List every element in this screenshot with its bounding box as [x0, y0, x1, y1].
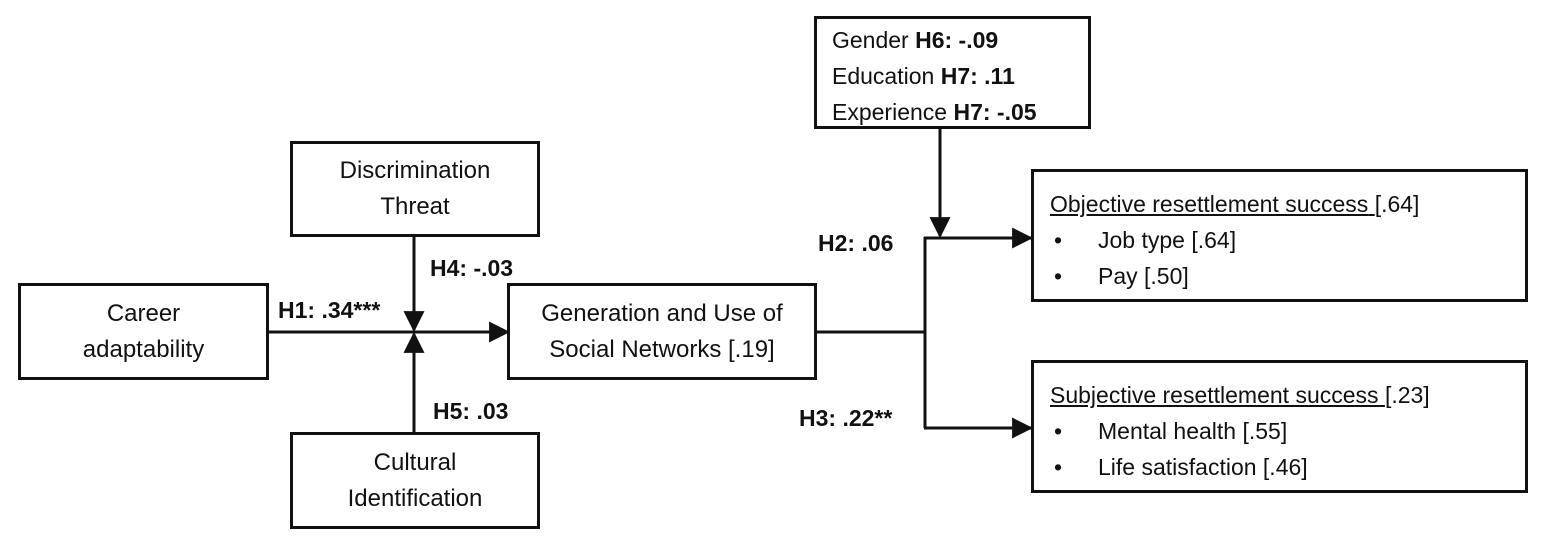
node-discrimination-line2: Threat: [380, 193, 450, 220]
control-name: Experience: [832, 99, 948, 125]
bullet-icon: •: [1054, 263, 1063, 289]
node-control-variables: Gender H6: -.09 Education H7: .11 Experi…: [814, 16, 1091, 129]
node-networks-line1: Generation and Use of: [541, 299, 783, 327]
control-name: Gender: [832, 27, 909, 53]
node-career-line2: adaptability: [82, 335, 205, 363]
bullet-icon: •: [1054, 418, 1063, 444]
node-cultural-identification: Cultural Identification: [290, 432, 540, 529]
path-label-h2: H2: .06: [818, 230, 894, 256]
path-label-h1: H1: .34***: [278, 297, 381, 323]
objective-value: [.64]: [1374, 191, 1420, 217]
subjective-value: [.23]: [1384, 382, 1430, 408]
list-item: • Mental health [.55]: [1050, 413, 1525, 449]
bullet-icon: •: [1054, 227, 1063, 253]
list-item: • Pay [.50]: [1050, 258, 1525, 294]
node-discrimination-line1: Discrimination: [339, 157, 491, 184]
node-career-line1: Career: [106, 299, 181, 327]
objective-item-pay: Pay [.50]: [1098, 263, 1189, 289]
node-networks-line2: Social Networks [.19]: [549, 335, 775, 363]
subjective-item-life-satisfaction: Life satisfaction [.46]: [1098, 454, 1308, 480]
objective-item-job-type: Job type [.64]: [1098, 227, 1237, 253]
objective-header: Objective resettlement success [.64]: [1050, 186, 1525, 222]
node-discrimination-threat: Discrimination Threat: [290, 141, 540, 237]
control-hypothesis: H6: -.09: [915, 27, 999, 53]
control-row-gender: Gender H6: -.09: [832, 22, 1088, 58]
control-row-education: Education H7: .11: [832, 58, 1088, 94]
control-name: Education: [832, 63, 935, 89]
bullet-icon: •: [1054, 454, 1063, 480]
path-label-h3: H3: .22**: [799, 405, 893, 431]
objective-title: Objective resettlement success: [1050, 191, 1369, 217]
control-row-experience: Experience H7: -.05: [832, 94, 1088, 130]
path-label-h5: H5: .03: [433, 398, 509, 424]
path-label-h4: H4: -.03: [430, 255, 514, 281]
node-subjective-success: Subjective resettlement success [.23] • …: [1031, 360, 1528, 493]
node-social-networks: Generation and Use of Social Networks [.…: [507, 283, 817, 380]
node-objective-success: Objective resettlement success [.64] • J…: [1031, 169, 1528, 302]
control-hypothesis: H7: -.05: [953, 99, 1037, 125]
list-item: • Life satisfaction [.46]: [1050, 449, 1525, 485]
node-cultural-line1: Cultural: [373, 448, 457, 476]
list-item: • Job type [.64]: [1050, 222, 1525, 258]
subjective-item-mental-health: Mental health [.55]: [1098, 418, 1288, 444]
node-career-adaptability: Career adaptability: [18, 283, 269, 380]
node-cultural-line2: Identification: [347, 484, 483, 512]
subjective-title: Subjective resettlement success: [1050, 382, 1379, 408]
subjective-header: Subjective resettlement success [.23]: [1050, 377, 1525, 413]
control-hypothesis: H7: .11: [940, 63, 1015, 89]
